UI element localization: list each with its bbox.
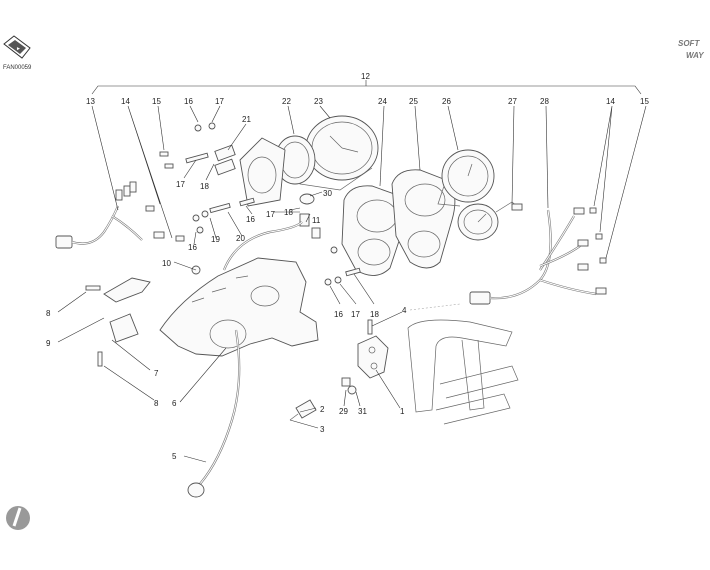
callout-16-lower: 16 (188, 243, 197, 252)
callout-29: 29 (339, 407, 348, 416)
callout-16: 16 (184, 97, 193, 106)
callout-17-right: 17 (351, 310, 360, 319)
dashboard-support-bracket (159, 257, 319, 357)
speedometer-cable (187, 221, 303, 498)
callout-15: 15 (152, 97, 161, 106)
side-bracket (289, 319, 389, 421)
callout-18-center: 18 (284, 208, 293, 217)
callout-26: 26 (442, 97, 451, 106)
callout-23: 23 (314, 97, 323, 106)
tachometer-gauge (437, 149, 495, 207)
group-bracket (91, 85, 642, 95)
callout-28: 28 (540, 97, 549, 106)
callout-30: 30 (323, 189, 332, 198)
callout-25: 25 (409, 97, 418, 106)
callout-labels: 12 13 14 15 16 17 21 22 23 24 25 26 27 2… (46, 72, 649, 461)
callout-19: 19 (211, 235, 220, 244)
callout-17-center: 17 (266, 210, 275, 219)
callout-2: 2 (320, 405, 325, 414)
callout-22: 22 (282, 97, 291, 106)
callout-17-left: 17 (176, 180, 185, 189)
callout-6: 6 (172, 399, 177, 408)
fastener-set-left (159, 122, 231, 234)
callout-16-right: 16 (334, 310, 343, 319)
left-wiring-harness (55, 181, 185, 249)
svg-text:SOFT: SOFT (678, 39, 700, 48)
callout-8-top: 8 (46, 309, 51, 318)
callout-4: 4 (402, 306, 407, 315)
callout-10: 10 (162, 259, 171, 268)
right-wiring-harness (469, 203, 607, 305)
drawing-code: FAN00059 (3, 65, 32, 71)
frame-tubes (407, 303, 519, 425)
callout-3: 3 (320, 425, 325, 434)
svg-text:WAY: WAY (686, 51, 704, 60)
callout-21: 21 (242, 115, 251, 124)
bulb-holder (299, 213, 310, 227)
circle-logo-icon (6, 506, 30, 530)
callout-27: 27 (508, 97, 517, 106)
leader-lines (57, 105, 647, 463)
callout-14: 14 (121, 97, 130, 106)
callout-18-left: 18 (200, 182, 209, 191)
callout-13: 13 (86, 97, 95, 106)
callout-18-right: 18 (370, 310, 379, 319)
callout-8-bottom: 8 (154, 399, 159, 408)
callout-14-right: 14 (606, 97, 615, 106)
callout-9: 9 (46, 339, 51, 348)
callout-15-right: 15 (640, 97, 649, 106)
callout-24: 24 (378, 97, 387, 106)
svg-text:►: ► (16, 46, 21, 52)
fastener-set-center (239, 197, 361, 286)
callout-5: 5 (172, 452, 177, 461)
gasket-ring (299, 193, 315, 205)
callout-20: 20 (236, 234, 245, 243)
callout-12: 12 (361, 72, 370, 81)
bulb (311, 227, 321, 239)
mounting-plate (85, 277, 151, 367)
callout-11: 11 (312, 216, 321, 225)
callout-7: 7 (154, 369, 159, 378)
gauge-holder (214, 137, 286, 207)
softway-logo: SOFT WAY (676, 36, 706, 64)
callout-16-center: 16 (246, 215, 255, 224)
motorcycle-symbol-icon: ► (3, 35, 31, 59)
small-gauge (457, 201, 523, 241)
instrument-frame (391, 169, 456, 269)
callout-31: 31 (358, 407, 367, 416)
callout-1: 1 (400, 407, 405, 416)
callout-17: 17 (215, 97, 224, 106)
